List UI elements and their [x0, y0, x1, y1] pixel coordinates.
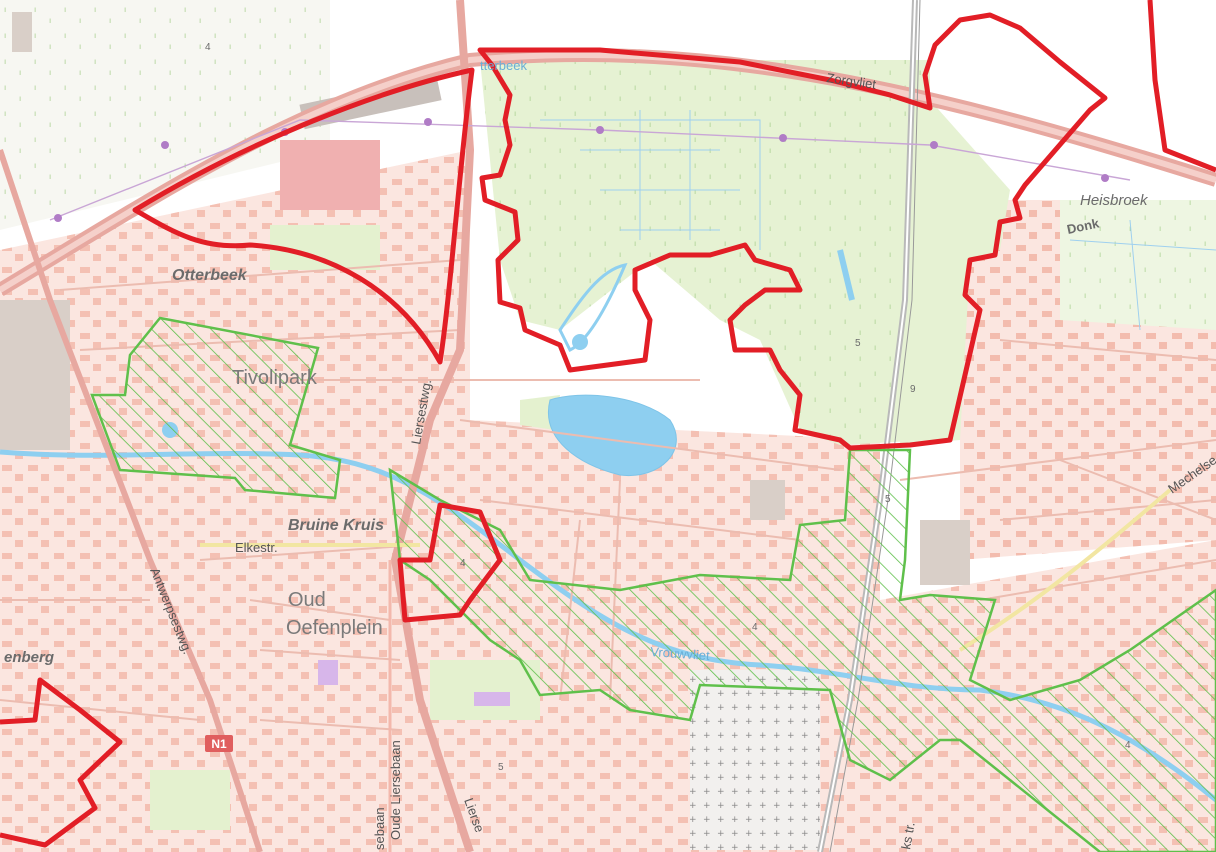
spot-number: 4 [1125, 740, 1131, 751]
spot-number: 5 [498, 762, 504, 773]
spot-number: 5 [885, 494, 891, 505]
spot-number: 4 [460, 558, 466, 569]
red-boundary-forest [477, 12, 1108, 451]
powerline-pylon-icon [161, 141, 169, 149]
road-label-zorgvliet: Zorgvliet [826, 70, 878, 92]
route-n1-label: N1 [211, 737, 227, 751]
powerline-pylon-icon [779, 134, 787, 142]
powerline-pylon-icon [54, 214, 62, 222]
road-label-elkestr: Elkestr. [235, 540, 278, 555]
place-label-heisbroek: Heisbroek [1080, 192, 1149, 209]
place-label-otterbeek: Otterbeek [172, 267, 248, 284]
green-zone-vrouwvliet [388, 448, 1216, 852]
powerline-pylon-icon [1101, 174, 1109, 182]
spot-number: 5 [855, 338, 861, 349]
spot-number: 9 [910, 384, 916, 395]
red-boundary-southwest [0, 677, 123, 848]
place-label-bruine-kruis: Bruine Kruis [288, 517, 384, 534]
place-label-tivolipark: Tivolipark [232, 367, 318, 389]
powerline-pylon-icon [596, 126, 604, 134]
road-label-kstr: ks tr. [898, 821, 918, 851]
place-label-oefenplein: Oefenplein [286, 617, 383, 639]
map-labels: Otterbeek Heisbroek Donk Tivolipark Brui… [4, 42, 1216, 851]
water-label-otterbeek: tterbeek [480, 58, 527, 73]
red-boundary-east [1147, 0, 1216, 173]
powerline-pylon-icon [930, 141, 938, 149]
industrial-buildings [0, 12, 970, 850]
spot-number: 4 [205, 42, 211, 53]
road-label-sebaan: sebaan [372, 807, 387, 850]
place-label-benberg: enberg [4, 649, 54, 666]
pond-icon [548, 394, 677, 477]
green-hatched-zones[interactable] [90, 316, 1216, 852]
red-boundary-bruine-kruis [397, 502, 503, 623]
green-zone-tivolipark [90, 316, 342, 500]
red-boundary-otterbeek [132, 67, 475, 365]
place-label-donk: Donk [1066, 215, 1102, 237]
water-label-vrouwvliet: Vrouwvliet [650, 644, 711, 663]
powerline-pylon-icon [424, 118, 432, 126]
spot-number: 4 [752, 622, 758, 633]
road-label-oude-liersebaan: Oude Liersebaan [388, 740, 403, 840]
place-label-oud: Oud [288, 589, 326, 611]
route-shield-n1: N1 [205, 735, 233, 752]
